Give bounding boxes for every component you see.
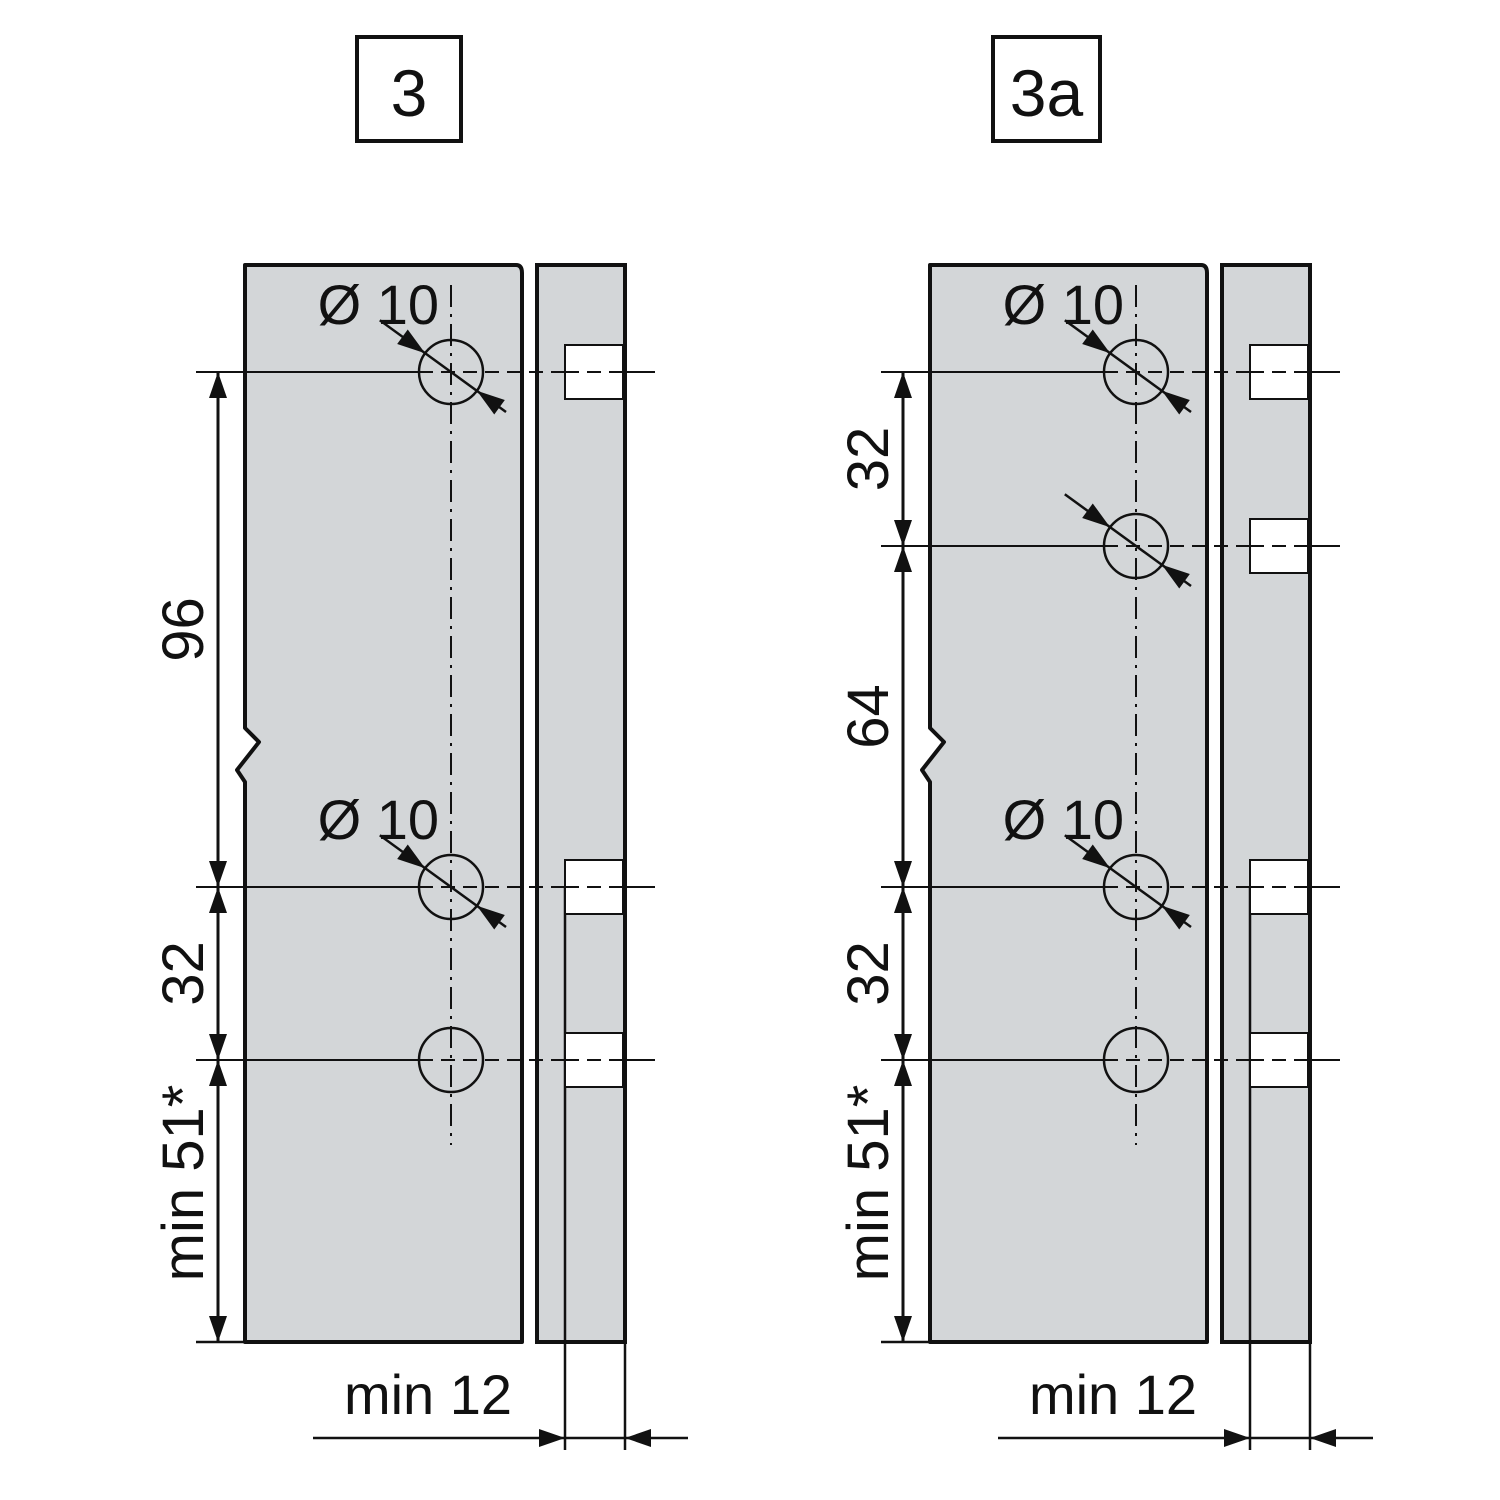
arrowhead-icon: [1224, 1429, 1250, 1447]
dimension-label: min 51*: [151, 1085, 216, 1282]
figure-label-border: [991, 35, 1102, 143]
arrowhead-icon: [209, 861, 227, 887]
hole-circle: [417, 853, 485, 921]
dimension-label: 32: [151, 941, 216, 1006]
arrowhead-icon: [1161, 390, 1190, 415]
arrowhead-icon: [209, 372, 227, 398]
arrowhead-icon: [894, 546, 912, 572]
panel-side-view: [535, 263, 627, 1344]
hole-circle: [1102, 338, 1170, 406]
figure-label: 3a: [1010, 56, 1084, 130]
dimension-label: 32: [836, 427, 901, 492]
drill-hole: [881, 493, 1340, 589]
figure-label-box: 3: [355, 35, 463, 143]
arrowhead-icon: [894, 1034, 912, 1060]
figure-3a: 3a Ø 10 Ø 10 32 64 32 min 51* min 12: [836, 35, 1373, 1450]
dimension-label: 64: [836, 684, 901, 749]
arrowhead-icon: [539, 1429, 565, 1447]
dimension-label: 96: [151, 597, 216, 662]
arrowhead-icon: [1082, 844, 1111, 869]
arrowhead-icon: [209, 1060, 227, 1086]
diameter-label: Ø 10: [1003, 273, 1124, 336]
figure-label-border: [355, 35, 463, 143]
panel-side-view: [1220, 263, 1312, 1344]
arrowhead-icon: [894, 861, 912, 887]
arrowhead-icon: [1082, 329, 1111, 354]
hole-circle: [1102, 512, 1170, 580]
figure-label: 3: [391, 56, 428, 130]
diameter-label: Ø 10: [1003, 788, 1124, 851]
thickness-label: min 12: [344, 1363, 512, 1426]
drill-hole: [196, 1026, 655, 1094]
hole-circle: [417, 338, 485, 406]
dimension-label: 32: [836, 941, 901, 1006]
arrowhead-icon: [894, 1316, 912, 1342]
arrowhead-icon: [625, 1429, 651, 1447]
drill-hole: Ø 10: [881, 788, 1340, 930]
arrowhead-icon: [894, 1060, 912, 1086]
arrowhead-icon: [1161, 905, 1190, 930]
thickness-dimension: min 12: [998, 1363, 1373, 1447]
arrowhead-icon: [209, 1034, 227, 1060]
arrowhead-icon: [476, 390, 505, 415]
arrowhead-icon: [1310, 1429, 1336, 1447]
drill-hole: [881, 1026, 1340, 1094]
vertical-dimension-chain: 32 64 32 min 51*: [836, 372, 912, 1342]
arrowhead-icon: [397, 844, 426, 869]
dimension-label: min 51*: [836, 1085, 901, 1282]
vertical-dimension-chain: 96 32 min 51*: [151, 372, 227, 1342]
figure-label-box: 3a: [991, 35, 1102, 143]
arrowhead-icon: [476, 905, 505, 930]
figure-3: 3 Ø 10 Ø 10 96 32 min 51* min 12: [151, 35, 688, 1450]
hole-circle: [1102, 1026, 1170, 1094]
arrowhead-icon: [1082, 503, 1111, 528]
drill-hole: Ø 10: [196, 788, 655, 930]
thickness-dimension: min 12: [313, 1363, 688, 1447]
thickness-label: min 12: [1029, 1363, 1197, 1426]
arrowhead-icon: [894, 887, 912, 913]
diameter-label: Ø 10: [318, 788, 439, 851]
drill-hole: Ø 10: [881, 273, 1340, 415]
arrowhead-icon: [1161, 564, 1190, 589]
arrowhead-icon: [397, 329, 426, 354]
arrowhead-icon: [209, 1316, 227, 1342]
drill-hole: Ø 10: [196, 273, 655, 415]
arrowhead-icon: [209, 887, 227, 913]
hole-circle: [417, 1026, 485, 1094]
arrowhead-icon: [894, 372, 912, 398]
hole-circle: [1102, 853, 1170, 921]
diameter-label: Ø 10: [318, 273, 439, 336]
arrowhead-icon: [894, 520, 912, 546]
